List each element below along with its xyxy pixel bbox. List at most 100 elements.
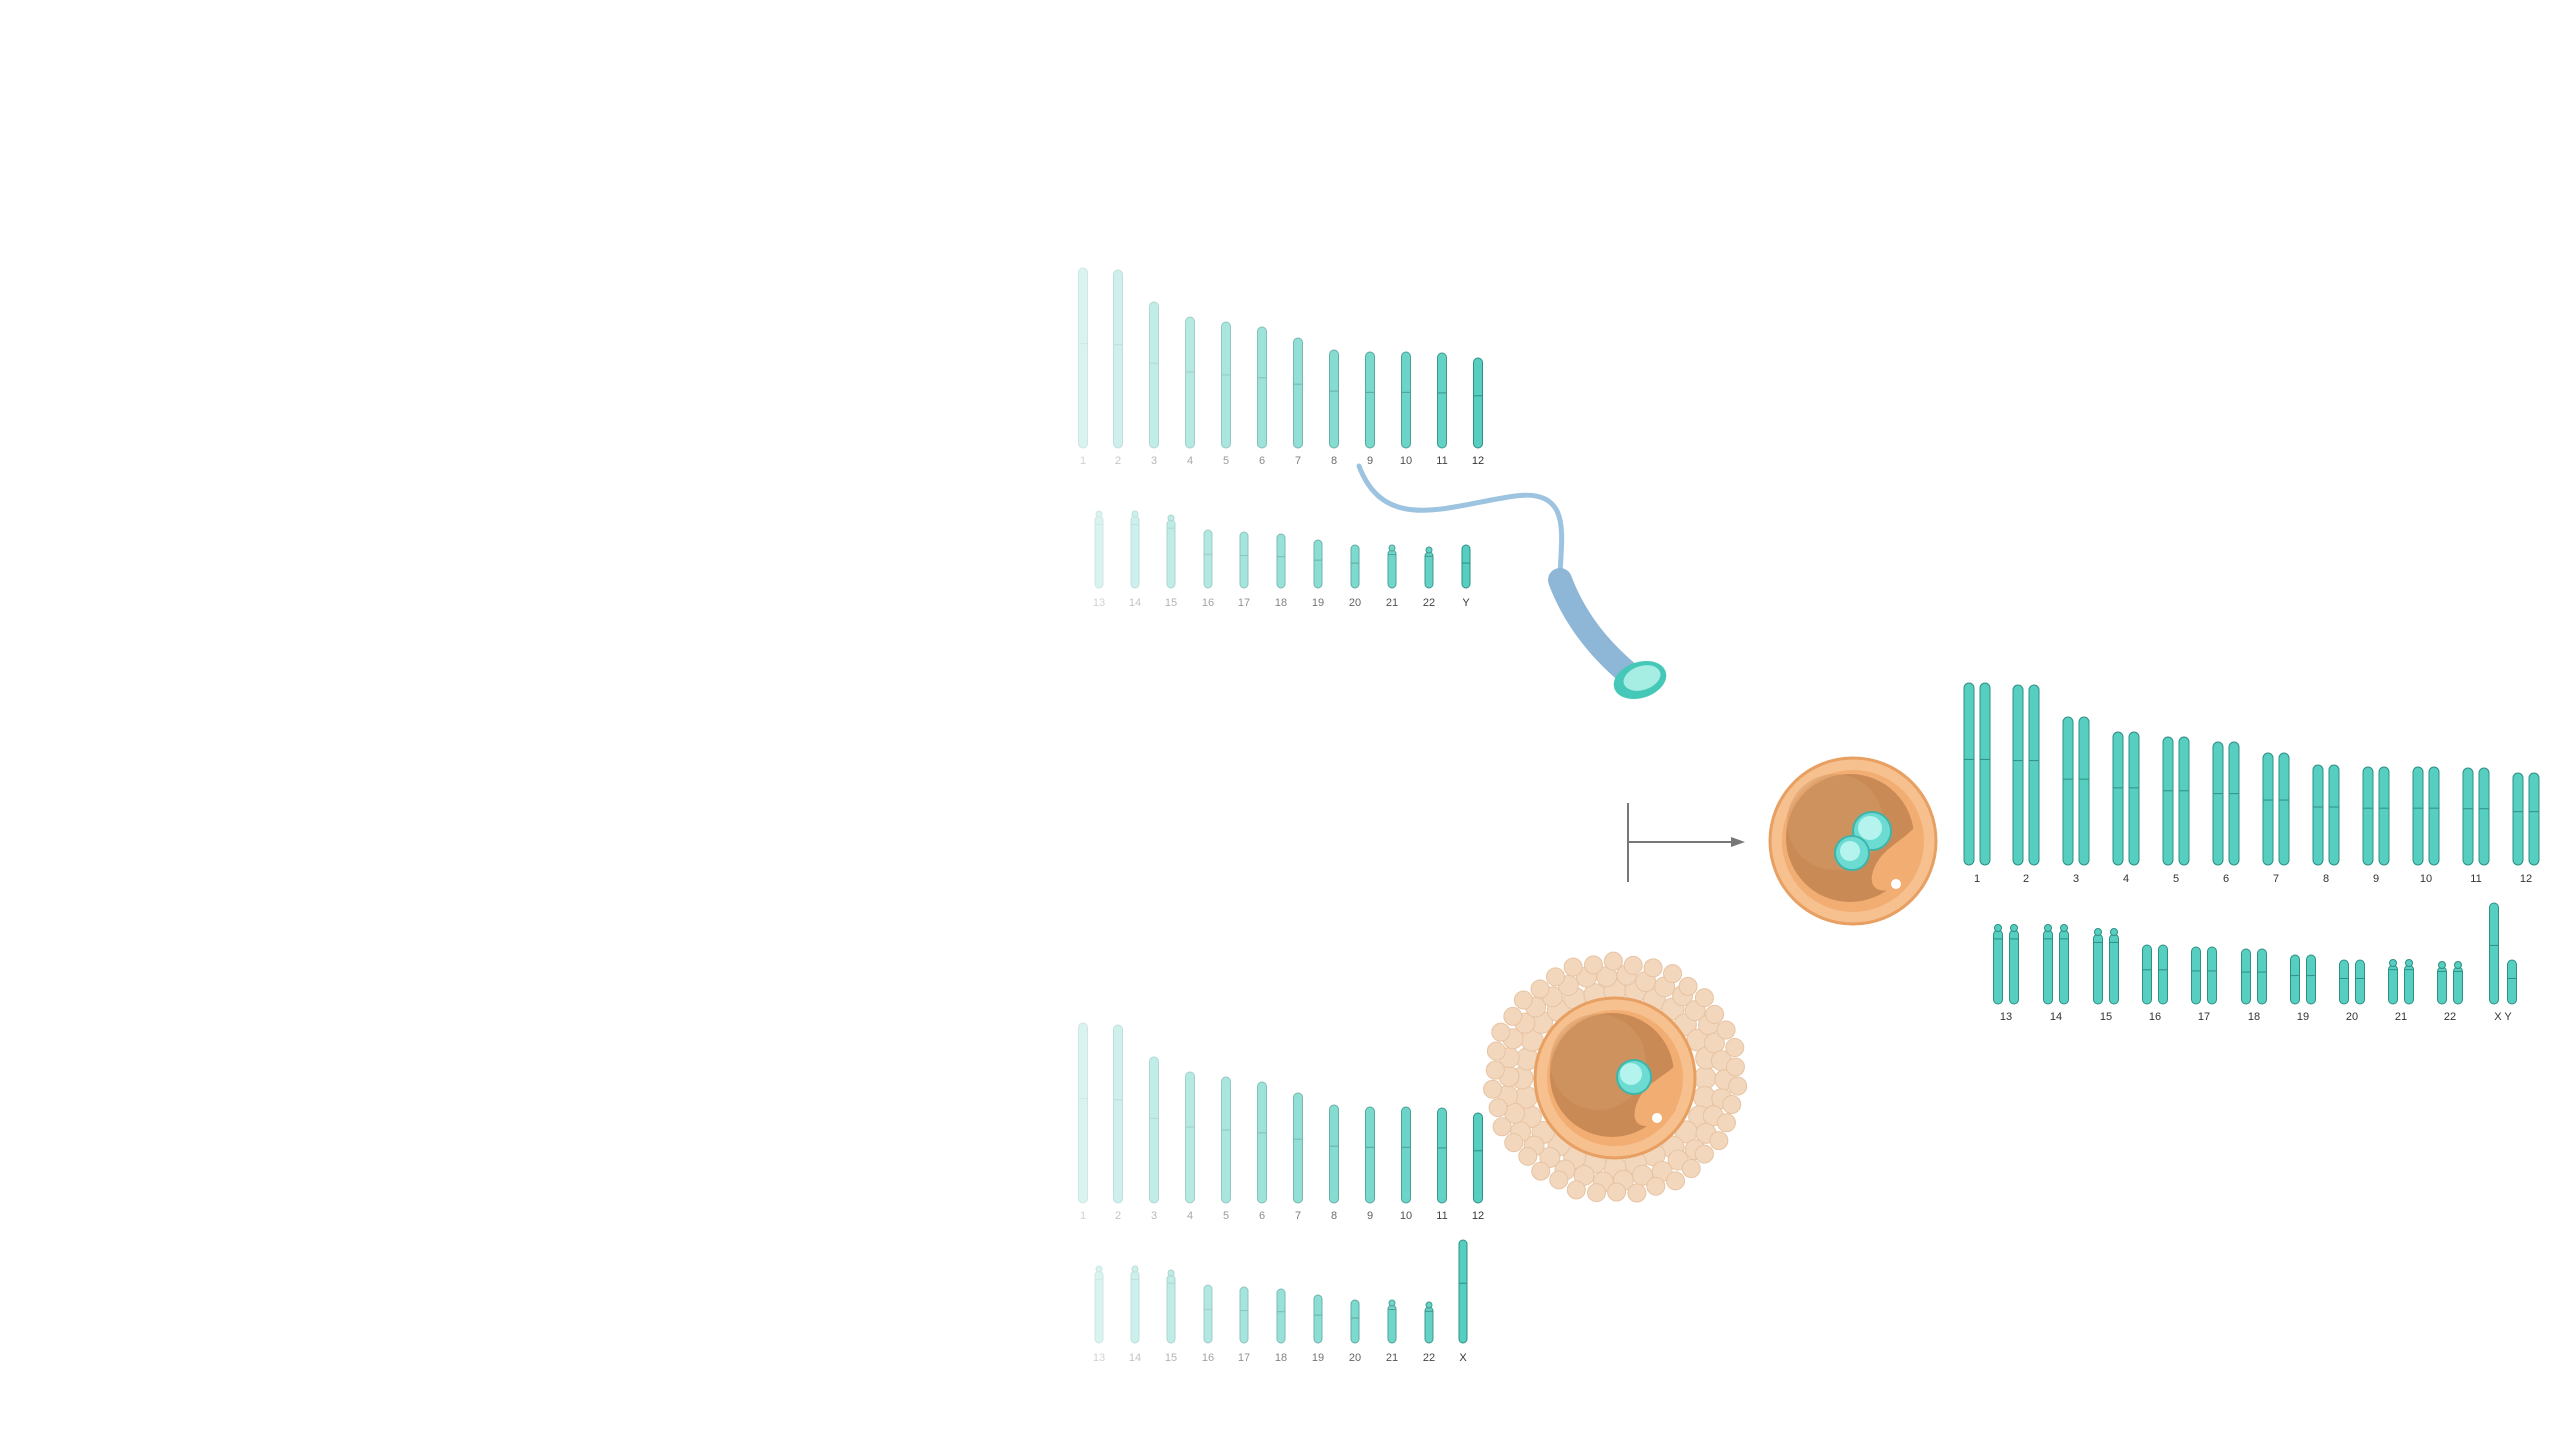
chromosome-17-a	[2191, 946, 2201, 1005]
corona-cell	[1623, 955, 1643, 975]
chromosome-label: 9	[2373, 873, 2379, 885]
chromosome-label: 15	[1165, 597, 1177, 609]
chromosome-12	[1473, 1112, 1483, 1204]
chromosome-label: 12	[1472, 455, 1484, 467]
corona-cell	[1646, 1176, 1666, 1196]
chromosome-20	[1350, 1299, 1360, 1344]
chromosome-12-a	[2512, 772, 2524, 866]
corona-cell	[1725, 1038, 1745, 1058]
chromosome-label: 18	[2248, 1011, 2260, 1023]
chromosome-label: 1	[1080, 1210, 1086, 1222]
corona-cell	[1681, 1159, 1701, 1179]
chromosome-label: 20	[1349, 597, 1361, 609]
chromosome-label: 10	[1400, 455, 1412, 467]
chromosome-9	[1365, 351, 1375, 449]
chromosome-label: 21	[1386, 597, 1398, 609]
chromosome-21-a	[2388, 959, 2398, 1005]
chromosome-label: 11	[2470, 873, 2481, 885]
chromosome-label: 22	[2444, 1011, 2456, 1023]
chromosome-19-a	[2290, 954, 2300, 1005]
chromosome-label: 7	[1295, 455, 1301, 467]
corona-cell	[1716, 1113, 1736, 1133]
chromosome-18-b	[2257, 948, 2267, 1005]
chromosome-label: 14	[1129, 597, 1141, 609]
chromosome-10	[1401, 1106, 1411, 1204]
chromosome-16	[1203, 1284, 1213, 1344]
chromosome-5	[1221, 1076, 1231, 1204]
chromosome-1	[1078, 1022, 1088, 1204]
chromosome-label: 3	[1151, 1210, 1157, 1222]
chromosome-15	[1166, 1269, 1176, 1344]
chromosome-19-b	[2306, 954, 2316, 1005]
chromosome-2-b	[2028, 684, 2040, 866]
chromosome-label: 16	[2149, 1011, 2161, 1023]
chromosome-label: 3	[2073, 873, 2079, 885]
chromosome-label: 12	[2520, 873, 2532, 885]
chromosome-2	[1113, 269, 1123, 449]
corona-cell	[1665, 1171, 1685, 1191]
chromosome-14	[1130, 1265, 1140, 1344]
corona-cell	[1503, 1006, 1523, 1026]
corona-cell	[1485, 1060, 1505, 1080]
chromosome-14	[1130, 510, 1140, 589]
chromosome-label: 16	[1202, 1352, 1214, 1364]
corona-cell	[1488, 1098, 1508, 1118]
corona-cell	[1725, 1057, 1745, 1077]
chromosome-11-b	[2478, 767, 2490, 866]
chromosome-label: 3	[1151, 455, 1157, 467]
chromosome-9-b	[2378, 766, 2390, 866]
chromosome-label: Y	[1462, 597, 1470, 609]
chromosome-label: 8	[1331, 1210, 1337, 1222]
chromosome-6-a	[2212, 741, 2224, 866]
chromosome-label: 10	[1400, 1210, 1412, 1222]
chromosome-13-a	[1993, 924, 2003, 1005]
chromosome-label: 8	[1331, 455, 1337, 467]
chromosome-13-b	[2009, 924, 2019, 1005]
chromosome-label: 5	[2173, 873, 2179, 885]
chromosome-22-a	[2437, 961, 2447, 1005]
chromosome-4-a	[2112, 731, 2124, 866]
chromosome-label: 1	[1080, 455, 1086, 467]
chromosome-16-b	[2158, 944, 2168, 1005]
chromosome-label: 2	[1115, 1210, 1121, 1222]
chromosome-label: 10	[2420, 873, 2432, 885]
chromosome-21-b	[2404, 959, 2414, 1005]
sperm-icon	[1356, 463, 1667, 700]
chromosome-label: 21	[1386, 1352, 1398, 1364]
chromosome-8-b	[2328, 764, 2340, 866]
corona-cell	[1530, 979, 1550, 999]
chromosome-8-a	[2312, 764, 2324, 866]
chromosome-label: 8	[2323, 873, 2329, 885]
chromosome-label: 19	[2297, 1011, 2309, 1023]
chromosome-label: 4	[1187, 1210, 1193, 1222]
chromosome-label: 5	[1223, 1210, 1229, 1222]
chromosome-3	[1149, 1056, 1159, 1204]
chromosome-Y	[1461, 544, 1471, 589]
chromosome-20-a	[2339, 959, 2349, 1005]
chromosome-label: 18	[1275, 597, 1287, 609]
chromosome-6	[1257, 326, 1267, 449]
corona-cell	[1563, 957, 1583, 977]
chromosome-16	[1203, 529, 1213, 589]
chromosome-label: 1	[1974, 873, 1980, 885]
chromosome-label: 2	[1115, 455, 1121, 467]
corona-cell	[1627, 1183, 1647, 1203]
corona-cell	[1504, 1133, 1524, 1153]
chromosome-16-a	[2142, 944, 2152, 1005]
corona-cell	[1694, 1144, 1714, 1164]
zygote-icon	[1768, 756, 1938, 926]
corona-cell	[1583, 955, 1603, 975]
chromosome-label: 17	[1238, 597, 1250, 609]
corona-cell	[1716, 1020, 1736, 1040]
chromosome-label: 16	[1202, 597, 1214, 609]
chromosome-13	[1094, 1265, 1104, 1344]
corona-cell	[1566, 1180, 1586, 1200]
chromosome-13	[1094, 510, 1104, 589]
corona-cell	[1709, 1131, 1729, 1151]
chromosome-12	[1473, 357, 1483, 449]
chromosome-2-a	[2012, 684, 2024, 866]
chromosome-label: 17	[1238, 1352, 1250, 1364]
